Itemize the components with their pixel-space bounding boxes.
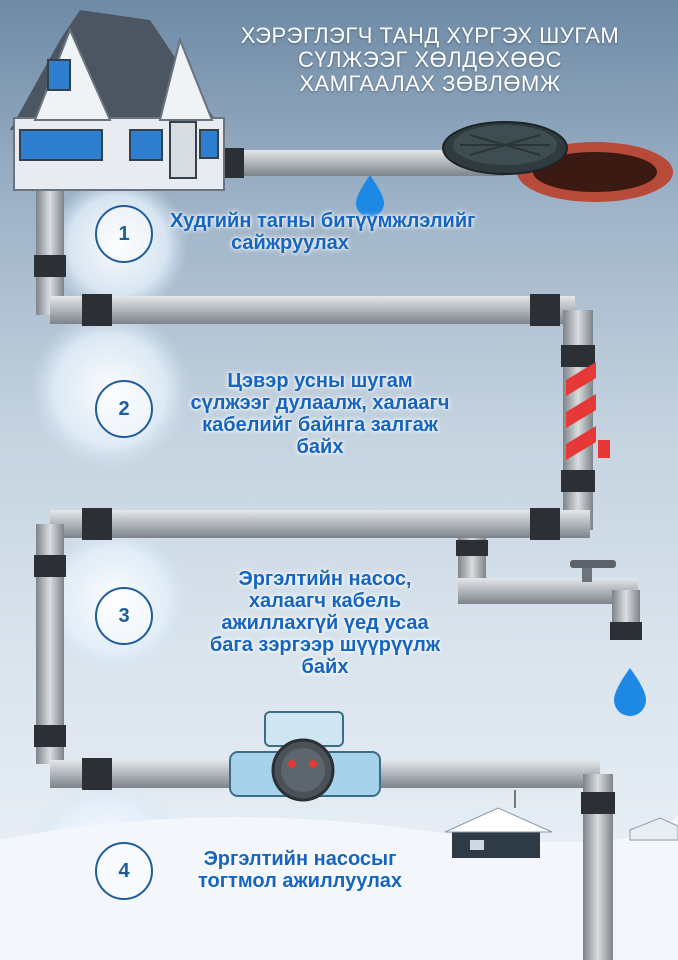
step-number-2: 2 [95,380,153,438]
manhole-icon [442,121,673,202]
tip-line: ажиллахгүй үед усаа [221,612,429,634]
tip-line: кабелийг байнга залгаж [202,414,438,436]
page-title: ХЭРЭГЛЭГЧ ТАНД ХҮРГЭХ ШУГАМ СҮЛЖЭЭГ ХӨЛД… [205,24,655,96]
step-number-1: 1 [95,205,153,263]
tip-line: бага зэргээр шүүрүүлж [209,634,441,656]
tip-line: Худгийн тагны битүүмжлэлийг [170,210,476,232]
tip-2: Цэвэр усны шугам сүлжээг дулаалж, халааг… [165,370,475,458]
tip-line: Эргэлтийн насосыг [203,848,397,870]
tip-line: байх [301,656,349,678]
step-number-4: 4 [95,842,153,900]
title-line: СҮЛЖЭЭГ ХӨЛДӨХӨӨС [297,47,563,72]
tip-1: Худгийн тагны битүүмжлэлийг сайжруулах [170,210,476,254]
tip-3: Эргэлтийн насос, халаагч кабель ажиллахг… [185,568,465,678]
title-line: ХЭРЭГЛЭГЧ ТАНД ХҮРГЭХ ШУГАМ [240,23,620,48]
tip-line: сүлжээг дулаалж, халаагч [190,392,450,414]
tip-line: сайжруулах [231,232,349,254]
house-icon [10,10,225,191]
tip-line: байх [296,436,344,458]
tip-4: Эргэлтийн насосыг тогтмол ажиллуулах [165,848,435,892]
water-drop-icon [614,668,646,716]
water-drop-icon [356,175,384,217]
title-line: ХАМГААЛАХ ЗӨВЛӨМЖ [299,71,561,96]
tip-line: халаагч кабель [248,590,402,612]
pump-icon [229,711,381,802]
step-number-3: 3 [95,587,153,645]
tip-line: тогтмол ажиллуулах [197,870,403,892]
pipe-system [34,148,642,960]
tip-line: Эргэлтийн насос, [238,568,412,590]
faucet-icon [570,560,616,582]
heating-cable-icon [566,362,610,460]
tip-line: Цэвэр усны шугам [227,370,413,392]
snowy-house-icon [444,790,678,858]
